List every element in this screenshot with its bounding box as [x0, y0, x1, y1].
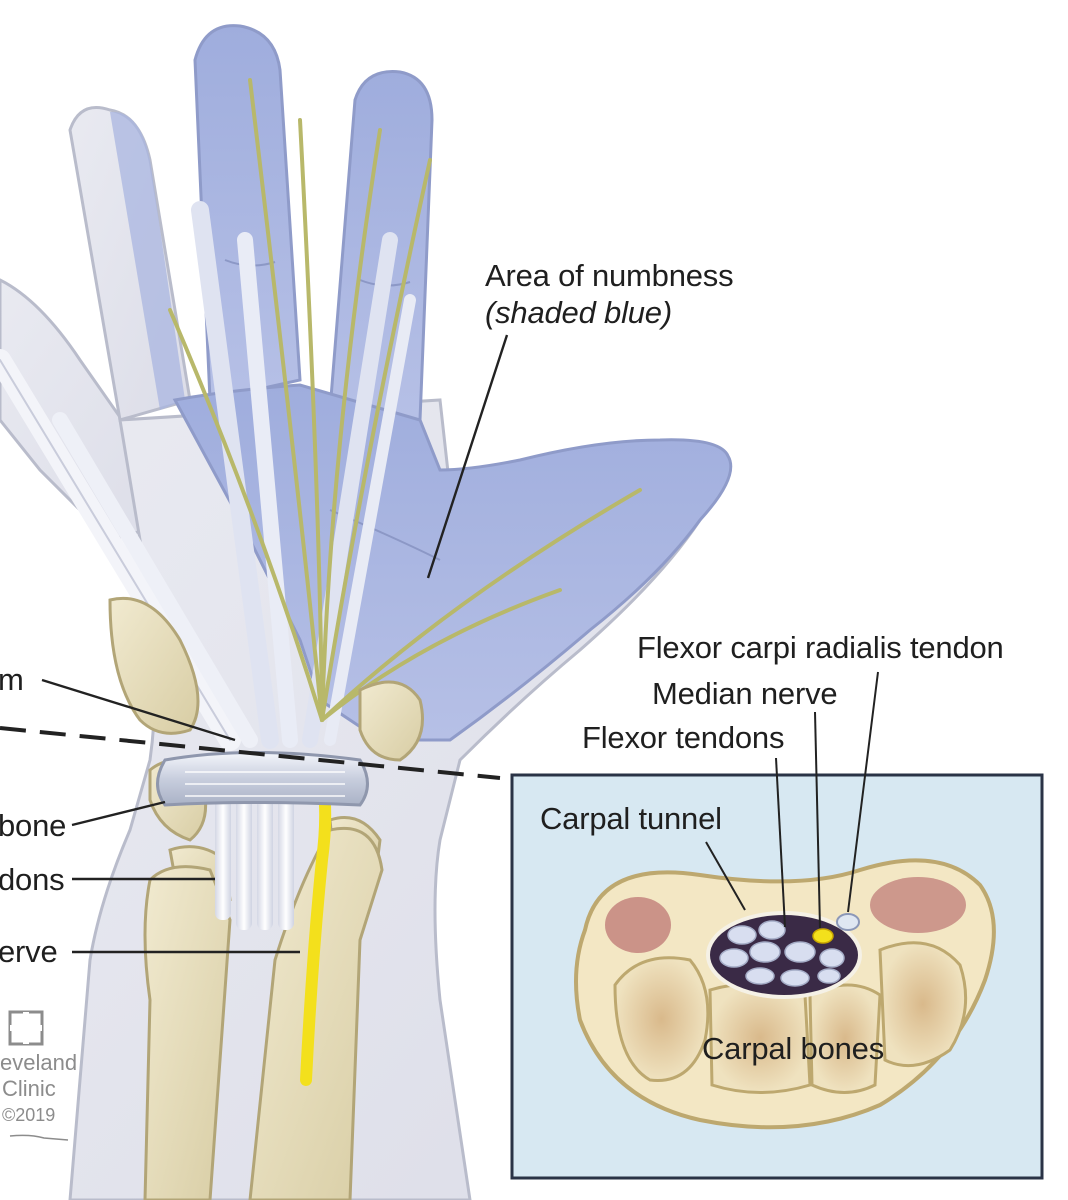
tunnel-tendons: [215, 790, 294, 930]
flexor-tendons-label: Flexor tendons: [582, 720, 785, 755]
leader-lines: [0, 334, 509, 954]
carpal-tunnel-label: Carpal tunnel: [540, 801, 722, 836]
median-nerve-label: Median nerve: [652, 676, 838, 711]
logo-line1: eveland: [0, 1050, 78, 1075]
nerve-label-partial: erve: [0, 934, 58, 969]
cross-section-inset: [510, 671, 1044, 1180]
tendons-label-partial: dons: [0, 862, 65, 897]
logo-year: ©2019: [2, 1105, 56, 1125]
logo-line2: Clinic: [2, 1076, 56, 1101]
numbness-label: Area of numbness: [485, 258, 734, 293]
ligament-label-partial: m: [0, 662, 24, 697]
flexor-carpi-label: Flexor carpi radialis tendon: [637, 630, 1004, 665]
numbness-note: (shaded blue): [485, 295, 672, 330]
bone-label-partial: bone: [0, 808, 67, 843]
carpal-bones-label: Carpal bones: [702, 1031, 884, 1066]
nerve-branches: [168, 78, 642, 722]
logo-mark: [8, 1010, 69, 1141]
